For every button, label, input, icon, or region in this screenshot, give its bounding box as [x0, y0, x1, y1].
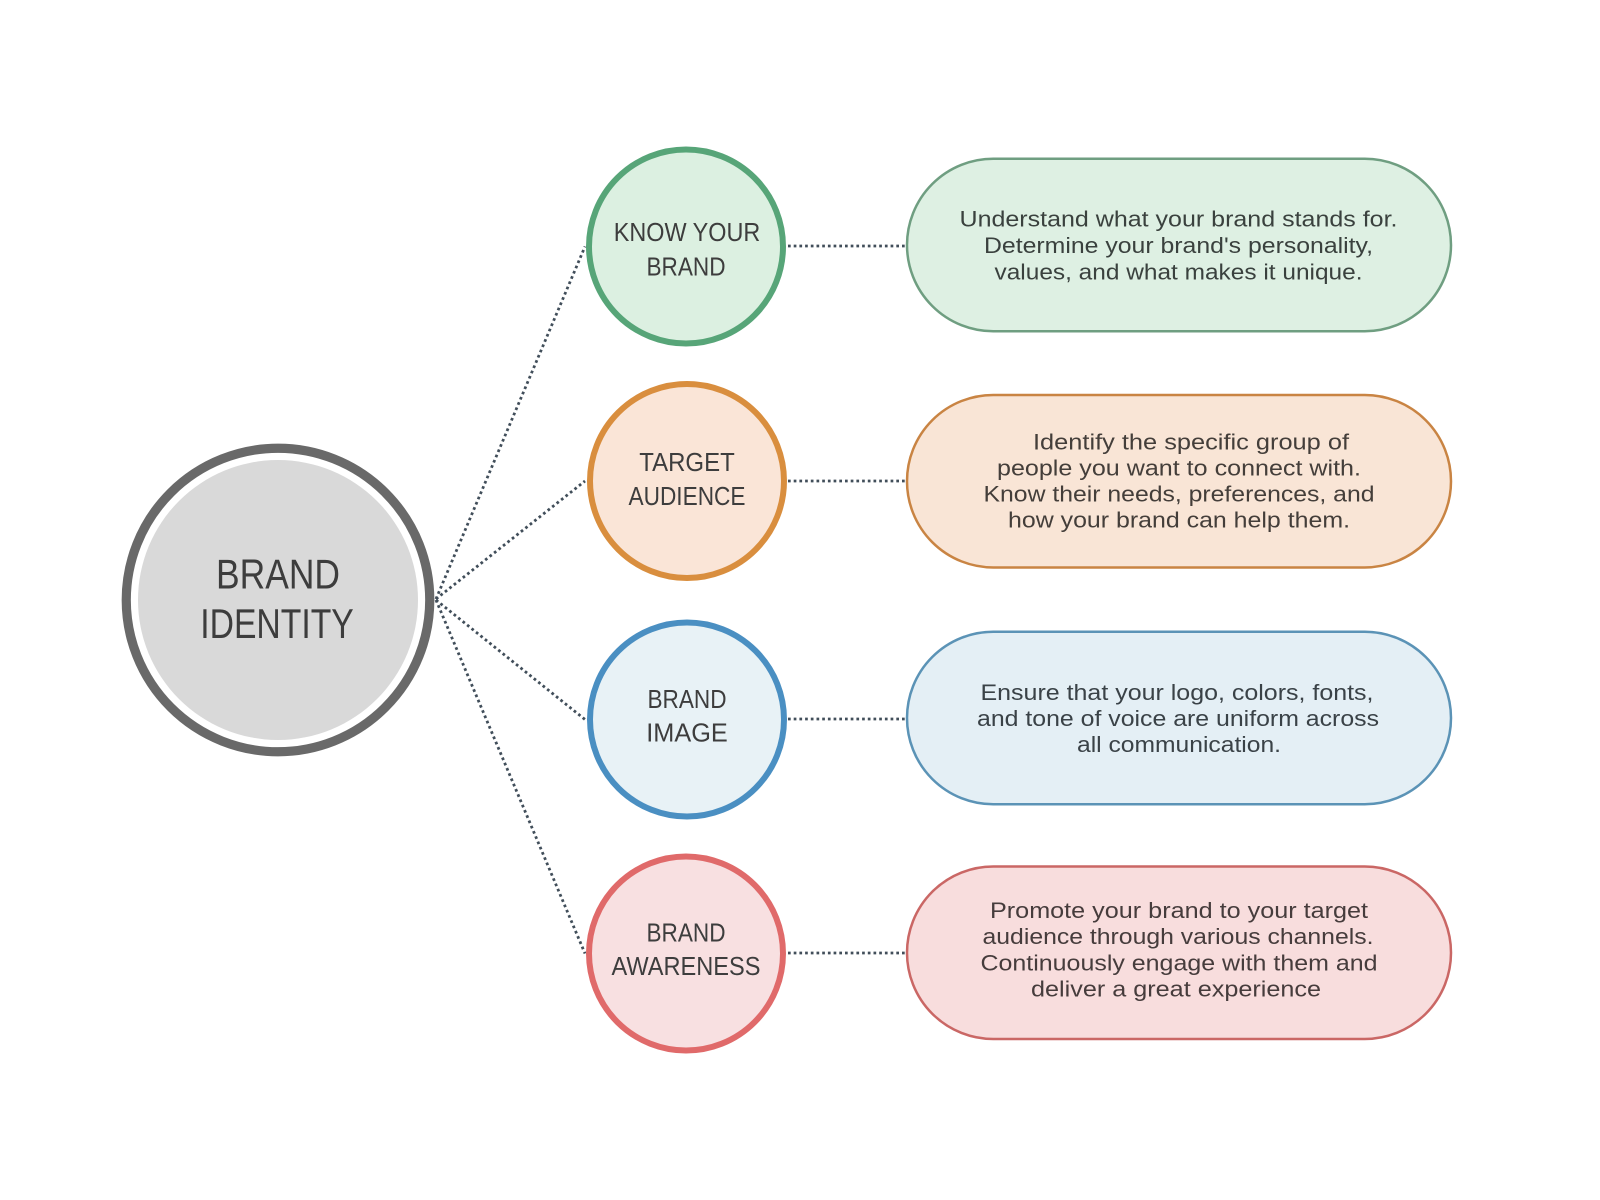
svg-text:BRAND: BRAND — [648, 684, 727, 714]
svg-text:KNOW YOUR: KNOW YOUR — [614, 217, 761, 247]
svg-text:IDENTITY: IDENTITY — [200, 600, 354, 647]
svg-text:BRAND: BRAND — [216, 551, 340, 598]
svg-text:Know their needs, preferences,: Know their needs, preferences, and — [984, 482, 1375, 507]
svg-text:people you want to connect wit: people you want to connect with. — [997, 456, 1361, 481]
svg-text:Promote your brand to your tar: Promote your brand to your target — [990, 898, 1368, 923]
svg-text:Ensure that your logo, colors,: Ensure that your logo, colors, fonts, — [981, 680, 1374, 705]
svg-text:BRAND: BRAND — [647, 918, 726, 948]
svg-text:AUDIENCE: AUDIENCE — [629, 481, 746, 511]
svg-text:audience through various chann: audience through various channels. — [983, 924, 1374, 949]
svg-text:Determine your brand's persona: Determine your brand's personality, — [984, 233, 1373, 258]
svg-text:BRAND: BRAND — [647, 252, 726, 282]
svg-text:AWARENESS: AWARENESS — [612, 951, 761, 981]
svg-text:how your brand can help them.: how your brand can help them. — [1008, 508, 1350, 533]
svg-text:and tone of voice are uniform: and tone of voice are uniform across — [977, 706, 1379, 731]
svg-text:all communication.: all communication. — [1077, 732, 1281, 757]
svg-text:values, and what makes it uniq: values, and what makes it unique. — [995, 260, 1363, 285]
svg-text:Continuously engage with them: Continuously engage with them and — [981, 950, 1378, 975]
svg-text:deliver a great experience: deliver a great experience — [1031, 977, 1321, 1002]
svg-text:Identify the specific group of: Identify the specific group of — [1033, 430, 1350, 455]
svg-text:Understand what your brand sta: Understand what your brand stands for. — [960, 207, 1398, 232]
svg-text:TARGET: TARGET — [639, 447, 735, 477]
svg-text:IMAGE: IMAGE — [646, 718, 728, 748]
